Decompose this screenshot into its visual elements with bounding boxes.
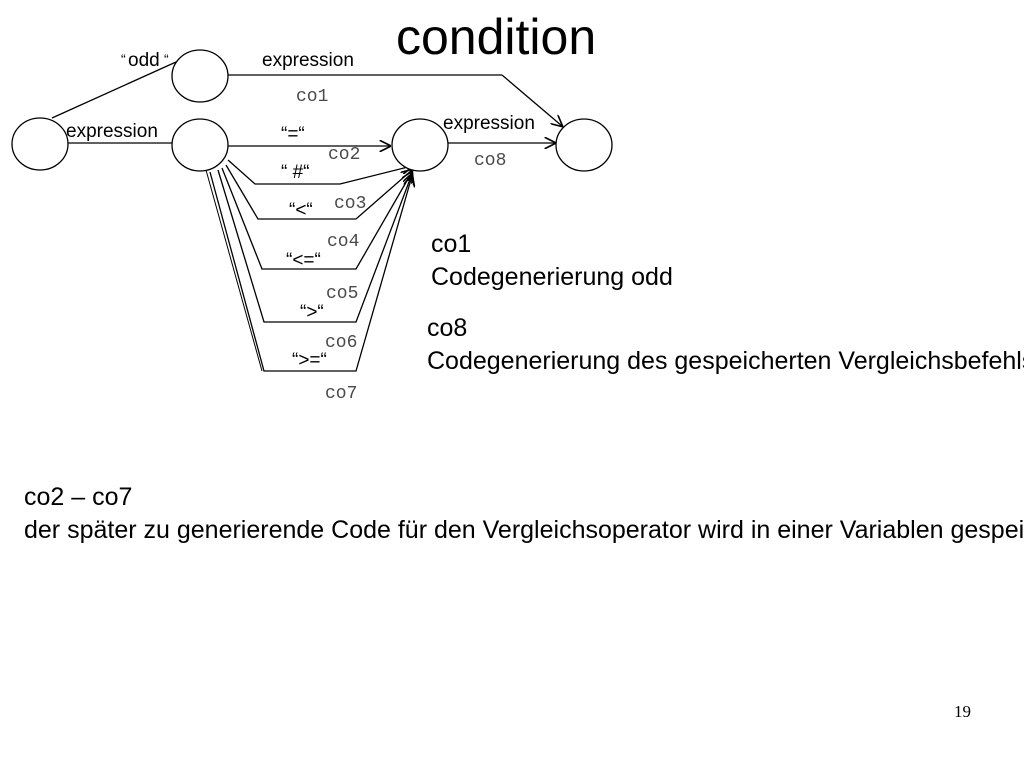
co2-label: co2 (328, 145, 360, 165)
note-co1-text: Codegenerierung odd (431, 263, 673, 291)
co8-label: co8 (474, 151, 506, 171)
edge-odd-to-end (501, 74, 562, 126)
co1-label: co1 (296, 87, 328, 107)
comparison-node (391, 118, 449, 172)
edge-gt (217, 169, 412, 323)
co4-label: co4 (327, 232, 359, 252)
note-range-title: co2 – co7 (24, 483, 133, 511)
expression-left-label: expression (66, 121, 158, 142)
note-co1-title: co1 (431, 230, 472, 258)
co6-label: co6 (325, 333, 357, 353)
expression-right-label: expression (443, 113, 535, 134)
edge-ge (209, 171, 412, 372)
start-node (11, 117, 69, 171)
note-co2-co7: co2 – co7 der später zu generierende Cod… (24, 481, 1024, 547)
co7-label: co7 (325, 384, 357, 404)
note-co8-text: Codegenerierung des gespeicherten Vergle… (427, 347, 1024, 375)
expression-node (171, 118, 229, 172)
gt-label: “>“ (300, 302, 324, 323)
expression-top-label: expression (262, 50, 354, 71)
note-range-text: der später zu generierende Code für den … (24, 516, 1024, 544)
odd-label: odd (128, 50, 160, 71)
note-co8: co8 Codegenerierung des gespeicherten Ve… (427, 312, 1024, 378)
edge-hash (227, 159, 412, 185)
lt-label: “<“ (289, 200, 313, 221)
hash-label: “ #“ (281, 162, 310, 183)
page-title: condition (396, 9, 597, 65)
edge-fan-guide (205, 169, 263, 372)
note-co8-title: co8 (427, 314, 468, 342)
odd-node (171, 49, 229, 103)
edge-start-to-odd (51, 61, 177, 119)
note-co1: co1 Codegenerierung odd (431, 228, 673, 294)
odd-close-quote: “ (164, 51, 169, 67)
end-node (555, 118, 613, 172)
co5-label: co5 (326, 284, 358, 304)
co3-label: co3 (334, 194, 366, 214)
le-label: “<=“ (286, 250, 321, 271)
eq-label: “=“ (281, 124, 305, 145)
edge-le (221, 167, 412, 270)
edge-lt (225, 164, 412, 220)
page-number: 19 (954, 702, 971, 721)
odd-open-quote: “ (121, 51, 126, 67)
ge-label: “>=“ (292, 350, 327, 371)
